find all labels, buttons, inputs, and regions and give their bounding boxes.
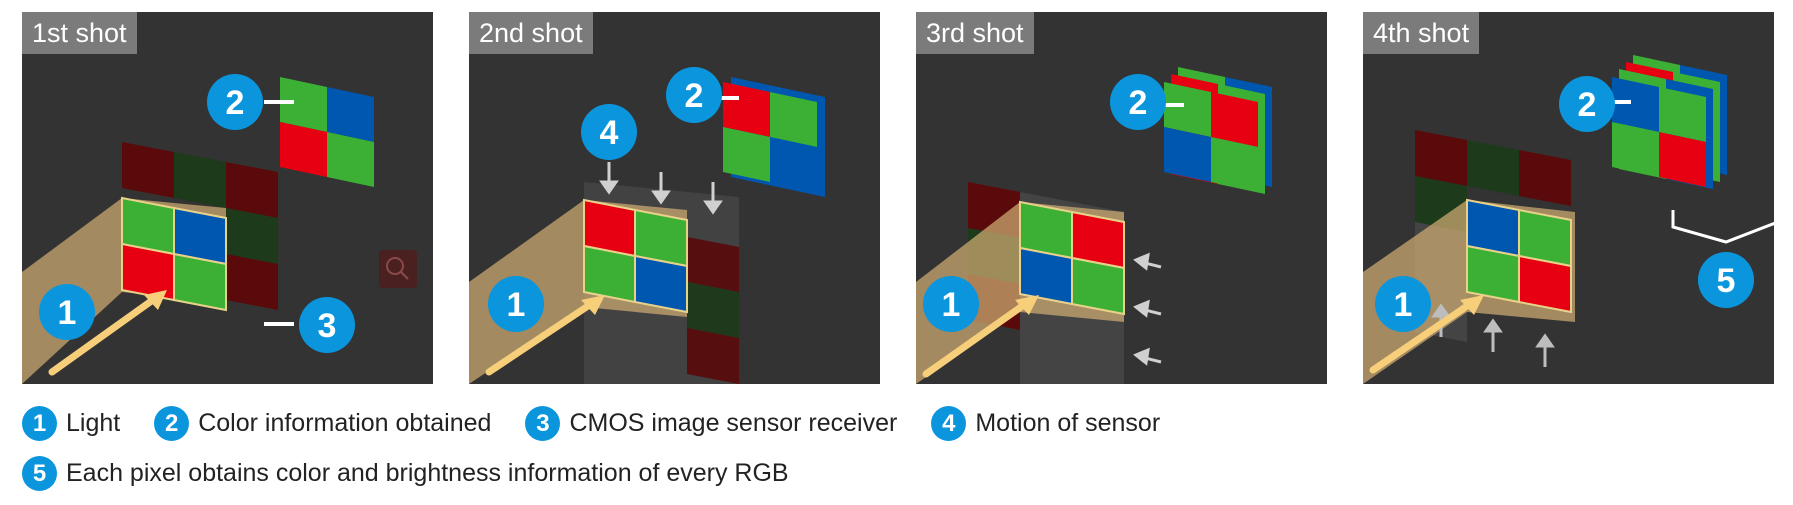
shot-panel-3: 2 1 3rd shot: [916, 12, 1327, 384]
legend: 1 Light 2 Color information obtained 3 C…: [22, 402, 1782, 502]
active-pixels: [583, 198, 688, 314]
legend-badge: 2: [154, 405, 190, 441]
legend-row: 5 Each pixel obtains color and brightnes…: [22, 452, 1782, 494]
active-pixels: [1019, 200, 1125, 316]
legend-badge: 1: [22, 405, 57, 441]
color-info-pixels: [1164, 67, 1272, 194]
marker-1: [1375, 276, 1431, 332]
shot-panel-1: 2 1 3 1st shot: [22, 12, 433, 384]
panel-title: 4th shot: [1363, 12, 1480, 54]
light-arrow-icon: [922, 298, 1032, 378]
shot-panel-4: 2 5 1 4th shot: [1363, 12, 1774, 384]
marker-3-label: 3: [318, 307, 337, 345]
shot-3-illustration: 2 1: [916, 67, 1272, 384]
marker-1-label: 1: [1394, 286, 1413, 324]
marker-1: [488, 276, 544, 332]
marker-2: [666, 67, 722, 123]
legend-item: 5 Each pixel obtains color and brightnes…: [22, 455, 789, 491]
color-info-pixels: [1612, 55, 1727, 189]
light-arrow-icon: [1369, 298, 1477, 374]
legend-text: Motion of sensor: [975, 408, 1161, 437]
marker-2: [1559, 76, 1615, 132]
marker-2: [1110, 74, 1166, 130]
legend-text: Light: [66, 408, 121, 437]
panel-title: 1st shot: [22, 12, 137, 54]
marker-5: [1698, 252, 1754, 308]
legend-badge: 3: [525, 405, 561, 441]
marker-2-label: 2: [1129, 84, 1148, 122]
marker-1-label: 1: [58, 294, 77, 332]
marker-2: [207, 74, 263, 130]
marker-1: [923, 276, 979, 332]
bracket: [1671, 210, 1774, 244]
legend-item: 1 Light: [22, 405, 121, 441]
legend-text: Color information obtained: [198, 408, 492, 437]
shot-4-illustration: 2 5 1: [1363, 55, 1774, 384]
marker-3: [299, 297, 355, 353]
motion-down-arrow-icon: [599, 162, 723, 215]
legend-badge: 5: [22, 455, 57, 491]
legend-row: 1 Light 2 Color information obtained 3 C…: [22, 402, 1782, 444]
marker-2-label: 2: [685, 77, 704, 115]
legend-text: CMOS image sensor receiver: [569, 408, 898, 437]
marker-2-label: 2: [1578, 86, 1597, 124]
legend-text: Each pixel obtains color and brightness …: [66, 458, 789, 487]
light-arrow-icon: [485, 298, 598, 376]
legend-item: 2 Color information obtained: [154, 405, 492, 441]
color-info-pixels: [723, 77, 825, 197]
legend-item: 4 Motion of sensor: [931, 405, 1161, 441]
shot-1-illustration: 2 1 3: [22, 74, 417, 384]
legend-badge: 4: [931, 405, 967, 441]
marker-4: [581, 104, 637, 160]
shot-panel-2: 2 4 1 2nd shot: [469, 12, 880, 384]
motion-left-arrow-icon: [1133, 252, 1162, 366]
panel-title: 3rd shot: [916, 12, 1034, 54]
marker-2-label: 2: [226, 84, 245, 122]
marker-1-label: 1: [507, 286, 526, 324]
active-pixels: [1466, 198, 1572, 314]
marker-1: [39, 284, 95, 340]
active-pixels: [121, 196, 227, 312]
legend-item: 3 CMOS image sensor receiver: [525, 405, 898, 441]
sensor-background: [122, 142, 278, 310]
marker-1-label: 1: [942, 286, 961, 324]
magnifier-icon[interactable]: [379, 250, 417, 288]
marker-4-label: 4: [600, 114, 619, 152]
marker-5-label: 5: [1717, 262, 1736, 300]
light-arrow-icon: [48, 293, 161, 376]
panel-title: 2nd shot: [469, 12, 593, 54]
shot-2-illustration: 2 4 1: [469, 67, 825, 384]
color-info-pixels: [280, 77, 374, 187]
